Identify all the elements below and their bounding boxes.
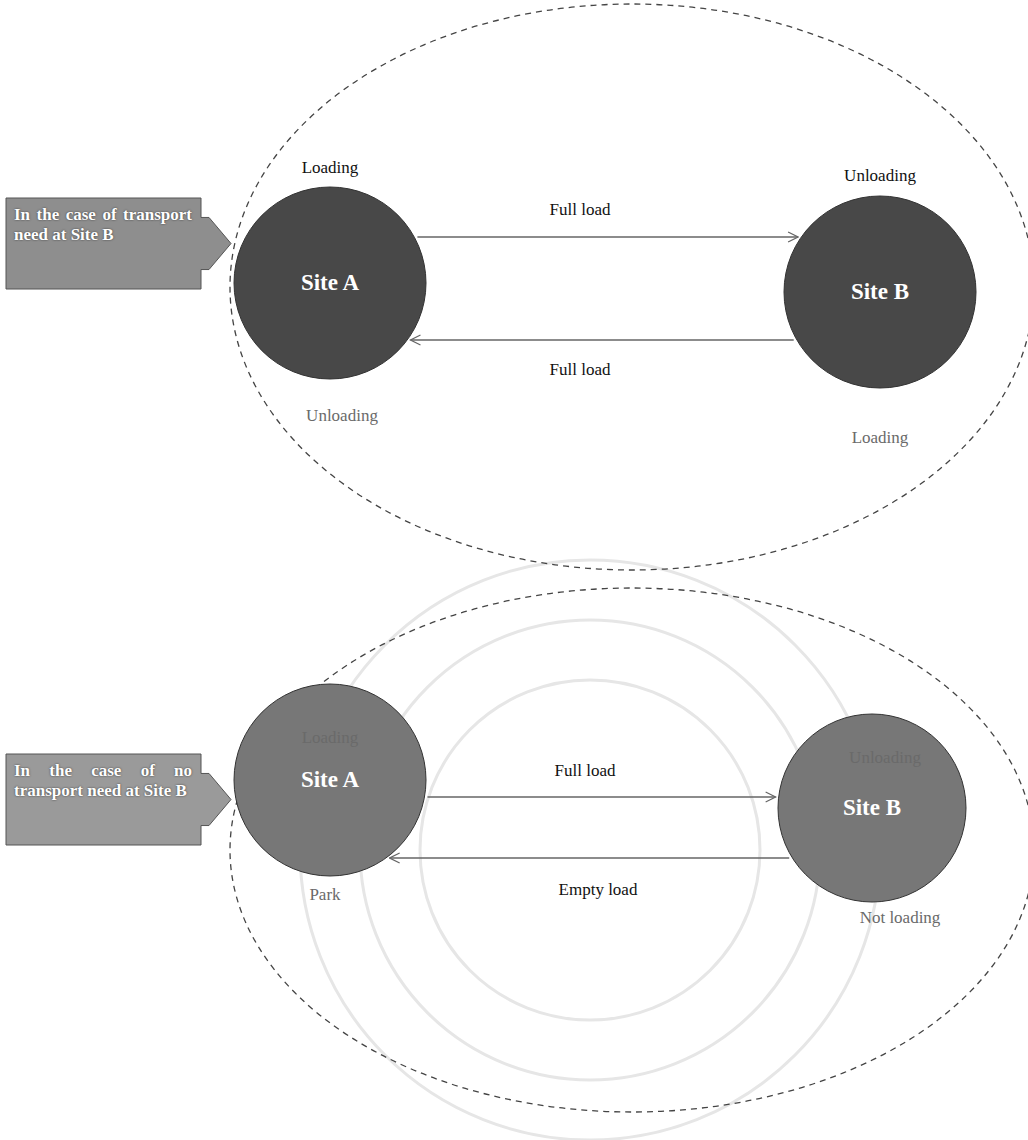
scenario-callout: In the case of no transport need at Site… bbox=[5, 753, 233, 846]
stage-label: Unloading bbox=[849, 748, 921, 768]
stage-label: Loading bbox=[302, 158, 359, 178]
flow-arrow bbox=[427, 796, 775, 797]
callout-text: In the case of transport need at Site B bbox=[5, 197, 200, 254]
edge-label: Empty load bbox=[559, 880, 638, 900]
stage-label: Park bbox=[309, 885, 340, 905]
circle-fill bbox=[234, 684, 426, 876]
scenario-boundary bbox=[230, 588, 1028, 1112]
circle-fill bbox=[784, 196, 976, 388]
stage-label: Unloading bbox=[306, 406, 378, 426]
site-circle: Site B bbox=[777, 713, 967, 903]
stage-label: Not loading bbox=[860, 908, 941, 928]
site-circle: Site A bbox=[233, 186, 427, 380]
edge-label: Full load bbox=[550, 360, 611, 380]
site-name: Site A bbox=[233, 186, 427, 380]
site-name: Site B bbox=[777, 713, 967, 903]
edge-label: Full load bbox=[555, 761, 616, 781]
callout-shape bbox=[6, 198, 231, 289]
stage-label: Unloading bbox=[844, 166, 916, 186]
stage-label: Loading bbox=[852, 428, 909, 448]
site-name: Site A bbox=[233, 683, 427, 877]
site-name: Site B bbox=[783, 195, 977, 389]
callout-shape bbox=[6, 754, 231, 845]
circle-fill bbox=[234, 187, 426, 379]
circle-fill bbox=[778, 714, 966, 902]
flow-arrow bbox=[410, 339, 793, 340]
scenario-callout: In the case of transport need at Site B bbox=[5, 197, 233, 290]
scenario-boundary bbox=[230, 4, 1028, 570]
flow-arrow bbox=[390, 857, 790, 858]
flow-arrow bbox=[417, 236, 798, 237]
site-circle: Site A bbox=[233, 683, 427, 877]
stage-label: Loading bbox=[302, 728, 359, 748]
edge-label: Full load bbox=[550, 200, 611, 220]
site-circle: Site B bbox=[783, 195, 977, 389]
callout-text: In the case of no transport need at Site… bbox=[5, 753, 200, 810]
